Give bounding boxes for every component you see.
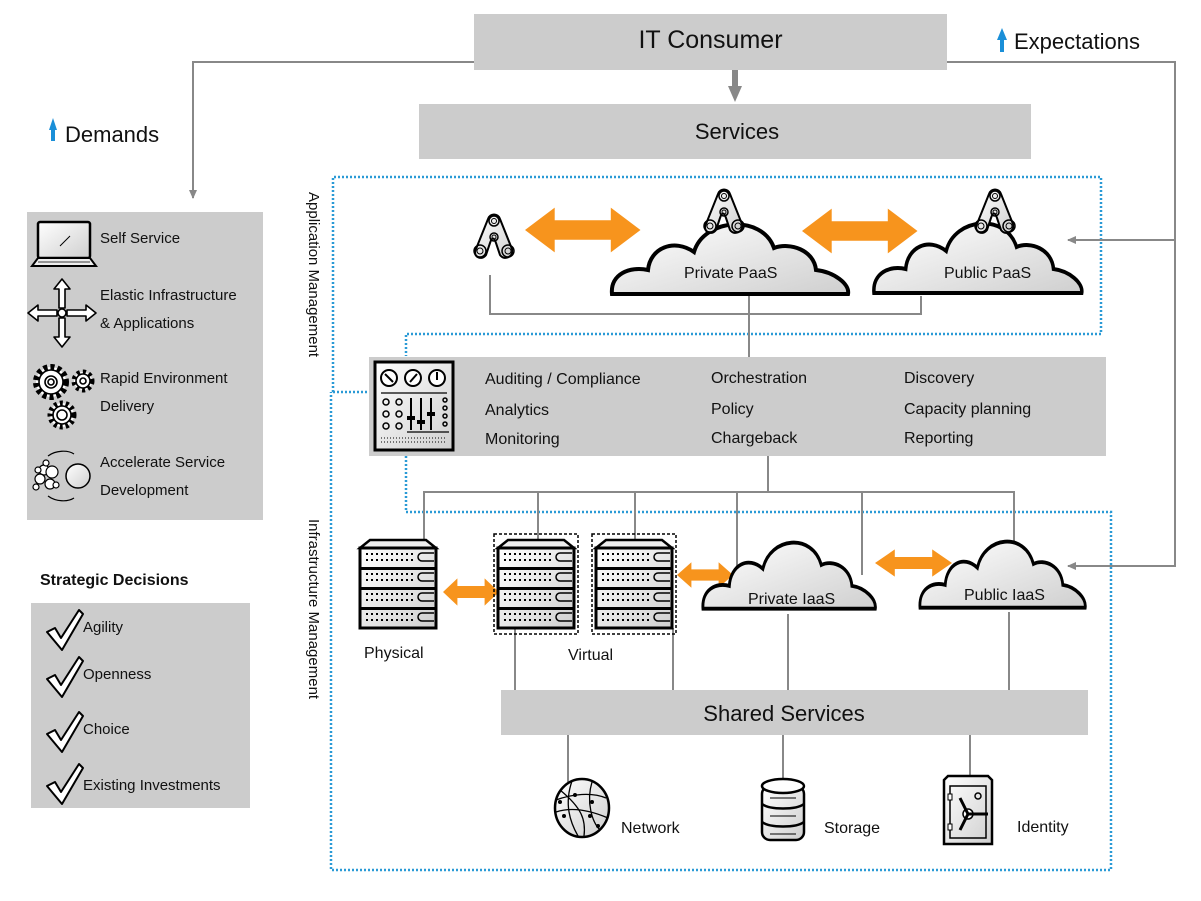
check-icon-choice	[46, 711, 84, 753]
public-paas-label: Public PaaS	[944, 265, 1032, 282]
control-panel-icon	[373, 360, 455, 452]
network-globe-icon	[553, 777, 611, 839]
storage-database-icon	[760, 777, 806, 842]
storage-label: Storage	[824, 820, 881, 837]
consumer-to-demands-line	[189, 61, 474, 199]
mgmt-chargeback: Chargeback	[711, 430, 798, 447]
check-icon-existing-investments	[46, 763, 84, 805]
mgmt-discovery: Discovery	[904, 370, 975, 387]
application-management-label: Application Management	[305, 192, 322, 358]
four-way-arrows-icon	[27, 278, 97, 348]
virtual-server-icon-2	[591, 533, 677, 635]
strategic-item-agility: Agility	[83, 619, 124, 636]
services-label: Services	[694, 119, 780, 144]
iaas-bidirectional-arrow	[875, 549, 952, 577]
laptop-icon	[30, 220, 98, 267]
shared-services-label: Shared Services	[703, 701, 865, 726]
virtual-label: Virtual	[568, 647, 614, 664]
application-management-border	[331, 175, 1103, 394]
mgmt-auditing: Auditing / Compliance	[485, 371, 641, 388]
public-iaas-label: Public IaaS	[964, 587, 1045, 604]
benefit-elastic: Elastic Infrastructure& Applications	[100, 287, 237, 332]
paas-bidirectional-arrow-1	[525, 207, 641, 253]
it-consumer-label: IT Consumer	[638, 26, 783, 54]
consumer-to-services-arrow	[728, 70, 742, 102]
mgmt-analytics: Analytics	[485, 402, 550, 419]
strategic-decisions-title: Strategic Decisions	[40, 572, 189, 589]
private-paas-label: Private PaaS	[684, 265, 778, 282]
private-iaas-label: Private IaaS	[748, 591, 836, 608]
mgmt-reporting: Reporting	[904, 430, 974, 447]
shared-services-box	[501, 690, 1088, 735]
identity-safe-icon	[942, 774, 994, 846]
strategic-item-openness: Openness	[83, 666, 152, 683]
check-icon-agility	[46, 609, 84, 651]
bubbles-cycle-icon	[32, 450, 91, 502]
it-consumer-box	[474, 14, 947, 70]
expectations-up-arrow-icon	[997, 28, 1007, 52]
infrastructure-management-label: Infrastructure Management	[305, 519, 322, 700]
physical-server-icon	[358, 538, 438, 630]
identity-label: Identity	[1017, 819, 1069, 836]
physical-virtual-arrow	[443, 578, 499, 606]
strategic-item-existing-investments: Existing Investments	[83, 777, 221, 794]
physical-label: Physical	[364, 645, 424, 662]
mgmt-orchestration: Orchestration	[711, 370, 808, 387]
mgmt-capacity-planning: Capacity planning	[904, 401, 1032, 418]
strategic-item-choice: Choice	[83, 721, 130, 738]
network-label: Network	[621, 820, 680, 837]
demands-up-arrow-icon	[49, 118, 57, 141]
paas-app-icon	[473, 213, 515, 259]
demands-label: Demands	[65, 122, 160, 147]
paas-bidirectional-arrow-2	[802, 208, 918, 254]
infrastructure-management-border	[329, 392, 1113, 872]
check-icon-openness	[46, 656, 84, 698]
mgmt-policy: Policy	[711, 401, 754, 418]
mgmt-monitoring: Monitoring	[485, 431, 560, 448]
services-box	[419, 104, 1031, 159]
gears-icon	[33, 364, 95, 430]
consumer-to-expectations-line	[947, 61, 1176, 570]
management-box	[369, 357, 1106, 456]
benefit-self-service: Self Service	[100, 230, 181, 247]
virtual-server-icon-1	[493, 533, 579, 635]
expectations-label: Expectations	[1014, 29, 1140, 54]
